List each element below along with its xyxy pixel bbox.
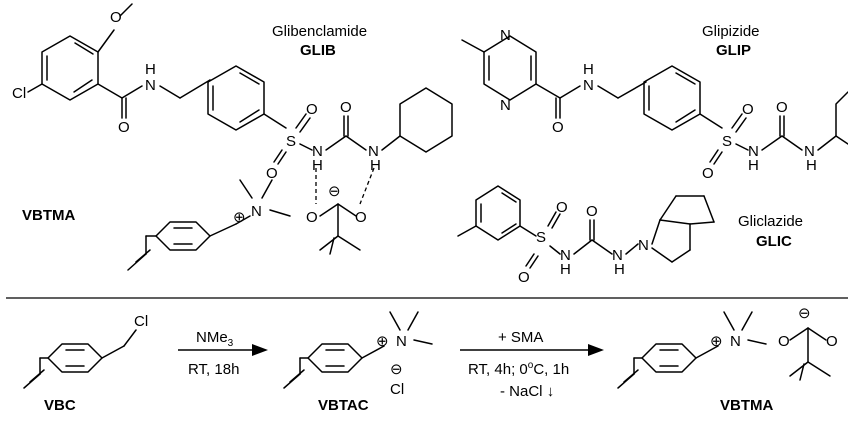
atom-n: N — [500, 97, 511, 114]
atom-h: H — [614, 261, 625, 278]
step2-byproduct: - NaCl ↓ — [500, 383, 554, 400]
arrow-head-2 — [588, 344, 604, 356]
precipitate-arrow-icon: ↓ — [547, 383, 555, 400]
atom-n: N — [638, 237, 649, 254]
atom-n: N — [251, 203, 262, 220]
atom-n: N — [583, 77, 594, 94]
atom-o: O — [340, 99, 352, 116]
atom-o: O — [266, 165, 278, 182]
atom-o: O — [586, 203, 598, 220]
atom-cl: Cl — [390, 381, 404, 398]
glip-abbr: GLIP — [716, 42, 751, 59]
minus-charge: ⊖ — [328, 183, 341, 200]
atom-h: H — [560, 261, 571, 278]
atom-o: O — [110, 9, 122, 26]
vbc-label: VBC — [44, 397, 76, 414]
atom-o: O — [776, 99, 788, 116]
glibenclamide-structure — [27, 3, 453, 205]
atom-o: O — [742, 101, 754, 118]
atom-n: N — [730, 333, 741, 350]
atom-s: S — [722, 133, 732, 150]
atom-o: O — [552, 119, 564, 136]
plus-charge: ⊕ — [710, 333, 723, 350]
atom-o: O — [306, 209, 318, 226]
atom-n: N — [368, 143, 379, 160]
atom-o: O — [556, 199, 568, 216]
vbtac-structure — [283, 311, 433, 389]
vbtma-bottom-structure — [617, 311, 831, 389]
glic-abbr: GLIC — [756, 233, 792, 250]
atom-n: N — [145, 77, 156, 94]
atom-n: N — [612, 247, 623, 264]
vbtma-bottom-label: VBTMA — [720, 397, 773, 414]
step1-reagent: NMe3 — [196, 329, 234, 349]
vbtma-top-structure — [127, 179, 361, 271]
step2-conditions: RT, 4h; 0oC, 1h — [468, 360, 569, 378]
atom-h: H — [145, 61, 156, 78]
glib-abbr: GLIB — [300, 42, 336, 59]
atom-s: S — [286, 133, 296, 150]
glibenclamide-name: Glibenclamide — [272, 23, 367, 40]
gliclazide-structure — [457, 185, 715, 269]
plus-charge: ⊕ — [233, 209, 246, 226]
atom-s: S — [536, 229, 546, 246]
atom-h: H — [370, 157, 381, 174]
step2-reagent: + SMA — [498, 329, 543, 346]
atom-n: N — [500, 27, 511, 44]
atom-o: O — [355, 209, 367, 226]
atom-o: O — [118, 119, 130, 136]
atom-h: H — [583, 61, 594, 78]
atom-o: O — [702, 165, 714, 182]
glipizide-name: Glipizide — [702, 23, 760, 40]
plus-charge: ⊕ — [376, 333, 389, 350]
gliclazide-name: Gliclazide — [738, 213, 803, 230]
vbtac-label: VBTAC — [318, 397, 369, 414]
atom-n: N — [748, 143, 759, 160]
atom-n: N — [396, 333, 407, 350]
vbtma-top-label: VBTMA — [22, 207, 75, 224]
atom-n: N — [804, 143, 815, 160]
atom-n: N — [312, 143, 323, 160]
atom-cl: Cl — [134, 313, 148, 330]
atom-o: O — [306, 101, 318, 118]
atom-cl: Cl — [12, 85, 26, 102]
minus-charge: ⊖ — [390, 361, 403, 378]
minus-charge: ⊖ — [798, 305, 811, 322]
atom-n: N — [560, 247, 571, 264]
atom-o: O — [518, 269, 530, 286]
atom-o: O — [826, 333, 838, 350]
vbc-structure — [23, 329, 137, 389]
glipizide-structure — [461, 35, 848, 165]
arrow-head-1 — [252, 344, 268, 356]
atom-h: H — [806, 157, 817, 174]
step1-conditions: RT, 18h — [188, 361, 239, 378]
atom-o: O — [778, 333, 790, 350]
atom-h: H — [748, 157, 759, 174]
atom-h: H — [312, 157, 323, 174]
